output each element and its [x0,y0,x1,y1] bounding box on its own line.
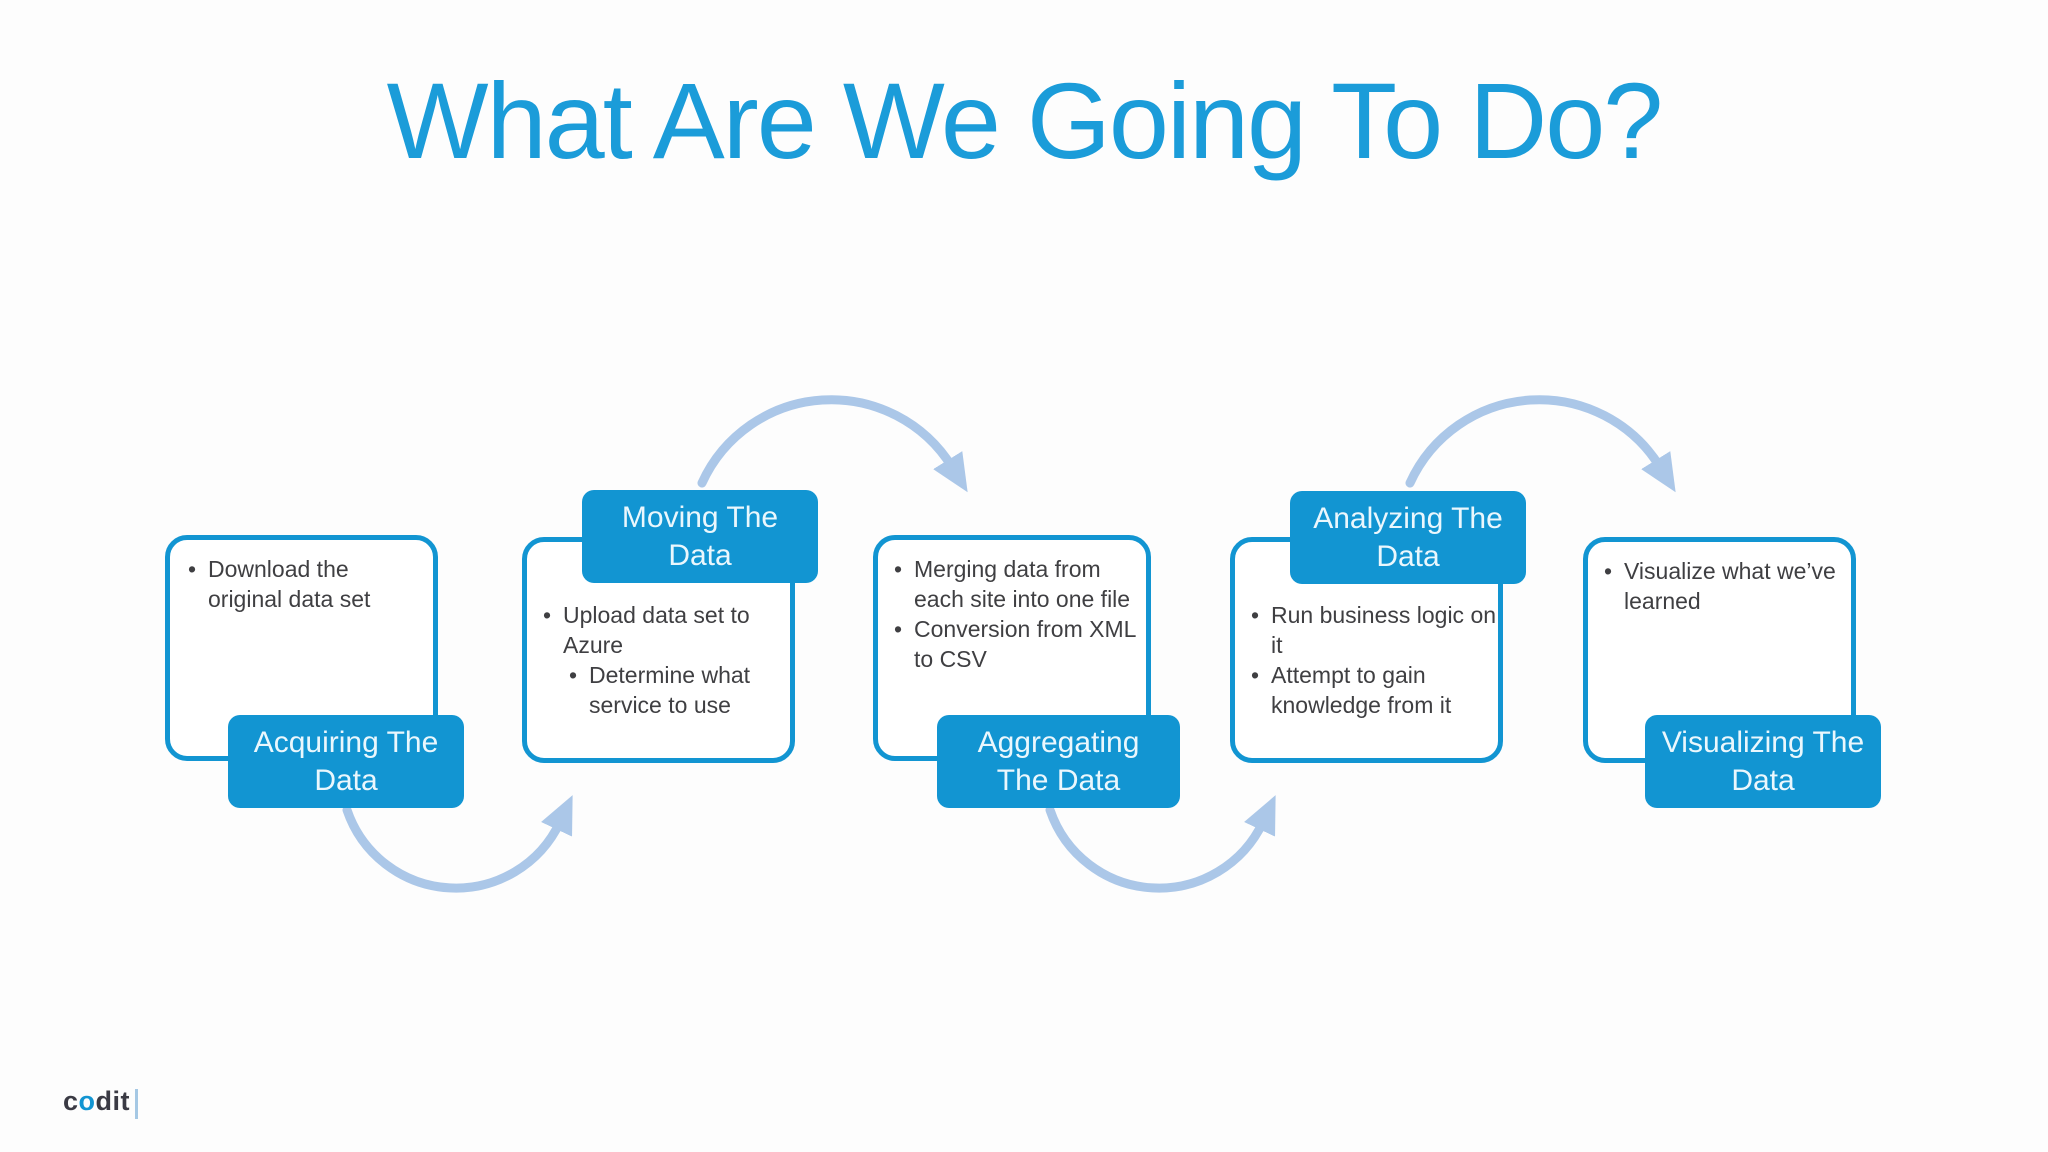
stage-label-box: Moving The Data [582,490,818,583]
bullet-item: Download the original data set [186,554,381,614]
bullet-list: Upload data set to Azure Determine what … [541,600,790,720]
bullet-list: Run business logic on it Attempt to gain… [1249,600,1498,720]
slide-title: What Are We Going To Do? [386,60,1664,181]
bullet-item: Run business logic on it [1249,600,1498,660]
bullet-list: Download the original data set [186,554,381,614]
stage-label: Acquiring The Data [253,725,439,797]
bullet-item: Upload data set to Azure [541,600,790,660]
flow-arrow-1-to-2-icon [342,795,573,893]
bullet-item: Determine what service to use [567,660,790,720]
flow-arrow-4-to-5-icon [1405,395,1676,493]
bullet-item: Attempt to gain knowledge from it [1249,660,1498,720]
stage-label: Analyzing The Data [1313,501,1503,573]
bullet-item: Merging data from each site into one fil… [892,554,1146,614]
stage-label-box: Acquiring The Data [228,715,464,808]
logo-text-accent: o [78,1086,96,1116]
bullet-list: Merging data from each site into one fil… [892,554,1146,674]
logo-text: dit [95,1086,131,1116]
stage-label: Moving The Data [621,500,779,572]
flow-arrow-3-to-4-icon [1045,795,1276,893]
bullet-item: Conversion from XML to CSV [892,614,1146,674]
stage-label-box: Visualizing The Data [1645,715,1881,808]
bullet-list: Visualize what we’ve learned [1602,556,1851,616]
stage-label: Aggregating The Data [977,725,1140,797]
logo-cursor-bar-icon [135,1089,139,1119]
stage-label-box: Aggregating The Data [937,715,1180,808]
stage-label-box: Analyzing The Data [1290,491,1526,584]
flow-arrow-2-to-3-icon [697,395,968,493]
stage-label: Visualizing The Data [1661,725,1865,797]
logo-text: c [63,1086,79,1116]
bullet-item: Visualize what we’ve learned [1602,556,1851,616]
